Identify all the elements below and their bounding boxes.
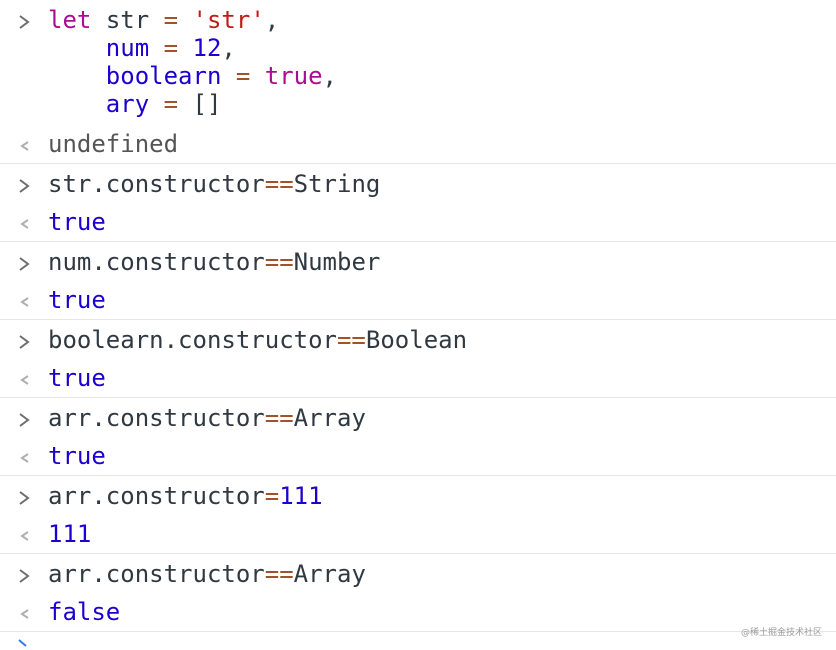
string-literal: 'str' xyxy=(192,6,265,34)
expression-left: str.constructor xyxy=(48,170,265,198)
expression-right: Number xyxy=(293,248,381,276)
output-value: true xyxy=(48,442,106,470)
code-line: arr.constructor=111 xyxy=(48,482,323,510)
console-input-row: arr.constructor==Array xyxy=(0,558,836,592)
console-output-row: true xyxy=(0,284,836,318)
expression-left: arr.constructor xyxy=(48,404,265,432)
number-literal: 12 xyxy=(192,34,222,62)
operator: = xyxy=(163,34,179,62)
variable-name: num xyxy=(105,34,150,62)
operator: == xyxy=(264,248,294,276)
expression-right: 111 xyxy=(279,482,323,510)
chevron-right-icon xyxy=(19,257,30,271)
expression-left: num.constructor xyxy=(48,248,265,276)
chevron-right-icon xyxy=(19,491,30,505)
code-line: arr.constructor==Array xyxy=(48,560,366,588)
code-line: arr.constructor==Array xyxy=(48,404,366,432)
divider xyxy=(0,241,836,242)
keyword-let: let xyxy=(48,6,92,34)
chevron-right-icon xyxy=(19,335,30,349)
expression-right: Array xyxy=(293,404,366,432)
expression-left: boolearn.constructor xyxy=(48,326,337,354)
console-prompt-input[interactable] xyxy=(14,638,32,648)
watermark-text: @稀土掘金技术社区 xyxy=(740,628,822,638)
operator: = xyxy=(235,62,251,90)
code-line: boolearn = true, xyxy=(48,62,337,90)
output-value: true xyxy=(48,286,106,314)
output-value: true xyxy=(48,208,106,236)
console-output-row: true xyxy=(0,362,836,396)
operator: = xyxy=(163,90,179,118)
chevron-right-icon xyxy=(19,569,30,583)
divider xyxy=(0,631,836,632)
expression-left: arr.constructor xyxy=(48,560,265,588)
output-value: 111 xyxy=(48,520,92,548)
divider xyxy=(0,319,836,320)
console-output-row: true xyxy=(0,206,836,240)
chevron-left-icon xyxy=(20,531,29,541)
divider xyxy=(0,553,836,554)
chevron-left-icon xyxy=(20,219,29,229)
output-value: false xyxy=(48,598,121,626)
output-value: undefined xyxy=(48,130,179,158)
comma: , xyxy=(264,6,280,34)
code-line: boolearn.constructor==Boolean xyxy=(48,326,467,354)
chevron-right-icon xyxy=(19,15,30,29)
variable-name: ary xyxy=(105,90,150,118)
chevron-left-icon xyxy=(20,453,29,463)
variable-name: boolearn xyxy=(105,62,222,90)
boolean-literal: true xyxy=(264,62,323,90)
console-output-row: false xyxy=(0,596,836,630)
variable-name: str xyxy=(105,6,150,34)
code-line: let str = 'str', xyxy=(48,6,279,34)
expression-right: Boolean xyxy=(365,326,468,354)
chevron-left-icon xyxy=(20,141,29,151)
divider xyxy=(0,397,836,398)
console-output-row: true xyxy=(0,440,836,474)
console-input-row: num.constructor==Number xyxy=(0,246,836,280)
divider xyxy=(0,163,836,164)
expression-right: String xyxy=(293,170,381,198)
console-input-row: arr.constructor==Array xyxy=(0,402,836,436)
comma: , xyxy=(322,62,337,90)
operator: == xyxy=(336,326,366,354)
operator: = xyxy=(163,6,179,34)
console-input-row: let str = 'str', num = 12, boolearn = tr… xyxy=(0,0,836,124)
output-value: true xyxy=(48,364,106,392)
code-line: num = 12, xyxy=(48,34,236,62)
chevron-left-icon xyxy=(20,297,29,307)
console-output-row: undefined xyxy=(0,128,836,162)
operator: == xyxy=(264,560,294,588)
code-line: ary = [] xyxy=(48,90,222,118)
array-literal: [] xyxy=(192,90,222,118)
chevron-right-icon xyxy=(19,179,30,193)
code-line: num.constructor==Number xyxy=(48,248,380,276)
operator: = xyxy=(264,482,280,510)
code-line: str.constructor==String xyxy=(48,170,380,198)
console-input-row: str.constructor==String xyxy=(0,168,836,202)
chevron-left-icon xyxy=(20,609,29,619)
expression-left: arr.constructor xyxy=(48,482,265,510)
console-output-row: 111 xyxy=(0,518,836,552)
console-input-row: arr.constructor=111 xyxy=(0,480,836,514)
operator: == xyxy=(264,170,294,198)
expression-right: Array xyxy=(293,560,366,588)
console-input-row: boolearn.constructor==Boolean xyxy=(0,324,836,358)
chevron-right-icon xyxy=(19,413,30,427)
comma: , xyxy=(221,34,236,62)
divider xyxy=(0,475,836,476)
operator: == xyxy=(264,404,294,432)
chevron-left-icon xyxy=(20,375,29,385)
